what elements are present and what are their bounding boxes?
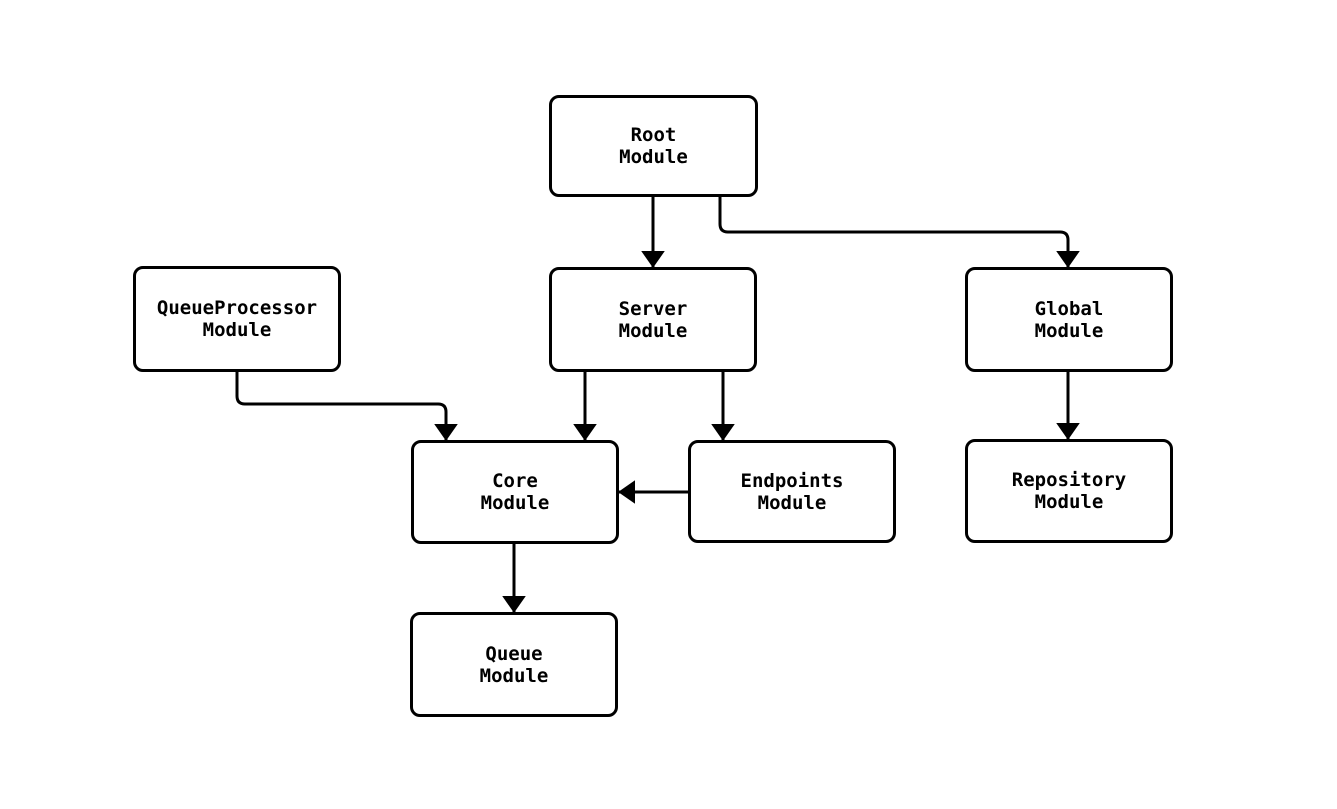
edge-queueprocessor-to-core — [235, 372, 458, 441]
node-endpoints-module: Endpoints Module — [688, 440, 896, 543]
edges-group — [235, 197, 1080, 613]
node-label: QueueProcessor Module — [156, 297, 318, 341]
node-label: Core Module — [480, 470, 550, 514]
node-repository-module: Repository Module — [965, 439, 1173, 543]
node-server-module: Server Module — [549, 267, 757, 372]
node-label: Queue Module — [479, 642, 549, 687]
node-label: Root Module — [619, 124, 688, 168]
node-label: Repository Module — [1011, 469, 1127, 513]
node-root-module: Root Module — [549, 95, 758, 197]
node-queue-module: Queue Module — [410, 612, 618, 717]
node-label: Endpoints Module — [740, 469, 844, 514]
node-global-module: Global Module — [965, 267, 1173, 372]
node-label: Server Module — [618, 297, 688, 342]
edge-root-to-global — [718, 197, 1080, 268]
node-queueprocessor-module: QueueProcessor Module — [133, 266, 341, 372]
node-label: Global Module — [1034, 297, 1104, 342]
node-core-module: Core Module — [411, 440, 619, 544]
